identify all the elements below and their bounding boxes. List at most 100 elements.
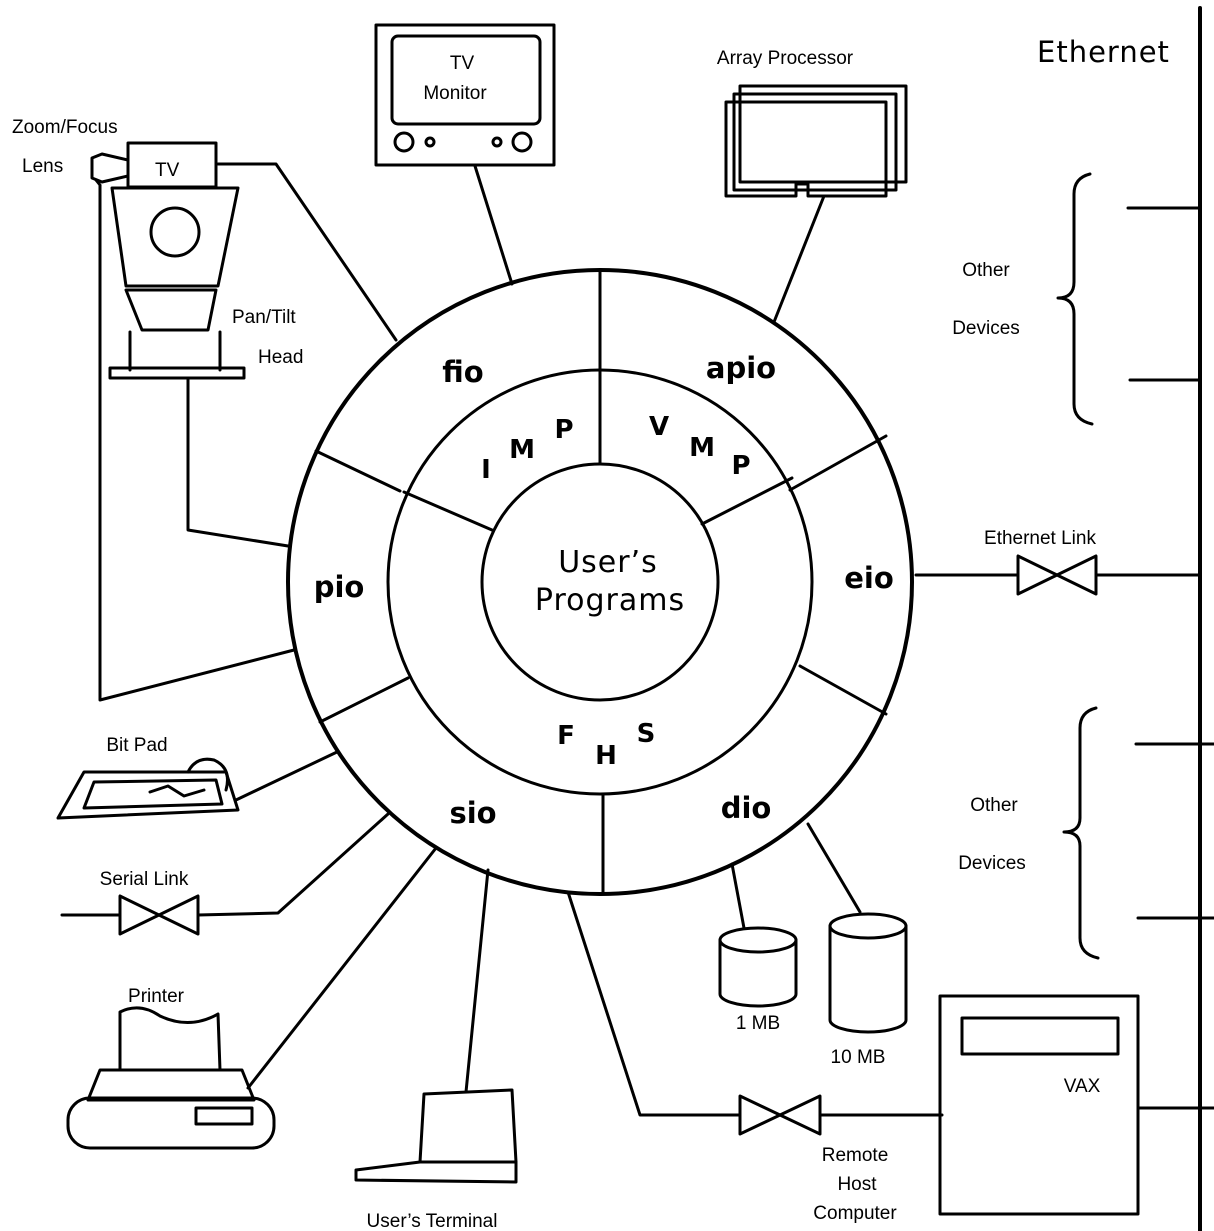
bit-pad-device: Bit Pad (56, 735, 240, 820)
tv-knob-3 (491, 136, 503, 148)
bit-pad-tablet (56, 770, 240, 820)
fhs-letter-f: F (557, 721, 575, 751)
divider-eio-dio (798, 664, 888, 716)
printer-body (66, 1096, 276, 1150)
fhs-letter-s: S (637, 719, 656, 749)
segment-eio-label: eio (844, 561, 894, 595)
camera-to-fio-line (216, 162, 398, 342)
camera-aperture (149, 206, 201, 258)
serial-link-label: Serial Link (100, 869, 189, 890)
tv-knob-4 (511, 131, 533, 153)
camera-to-pio-line (186, 378, 290, 548)
ethernet-link-valve-icon (1016, 554, 1098, 596)
segment-sio-label: sio (449, 796, 496, 830)
lens-label: Lens (22, 156, 63, 177)
vax-cabinet (938, 994, 1140, 1216)
ethernet-link-group: Ethernet Link (914, 528, 1202, 596)
brace-top (1056, 172, 1094, 426)
divider-apio-eio (788, 434, 888, 492)
other-devices-top-group: Other Devices (952, 172, 1202, 426)
divider-pio-fio (314, 449, 402, 493)
imp-letter-i: I (481, 455, 491, 485)
tv-monitor-label-1: TV (450, 53, 475, 74)
head-label: Head (258, 347, 303, 368)
center-label-line1: User’s (558, 545, 658, 580)
array-processor-mid (732, 92, 898, 192)
camera-housing (110, 186, 240, 288)
array-to-apio-line (772, 194, 826, 324)
tv-monitor-frame (374, 23, 556, 167)
divider-sio-pio (318, 676, 410, 724)
other-devices-bottom-label-2: Devices (958, 853, 1026, 874)
disk-10mb-device: 10 MB (828, 912, 908, 1068)
vmp-letter-v: V (649, 412, 669, 442)
printer-slot (194, 1106, 254, 1126)
users-terminal-device: User’s Terminal (354, 1088, 518, 1231)
printer-to-sio-line (246, 846, 438, 1090)
other-devices-bottom-group: Other Devices (958, 706, 1214, 960)
vmp-letter-m: M (689, 433, 715, 463)
printer-top (86, 1068, 256, 1102)
bit-pad-scribble (148, 784, 206, 798)
tv-monitor-label-2: Monitor (423, 83, 487, 104)
pan-tilt-label: Pan/Tilt (232, 307, 296, 328)
fhs-letter-h: H (595, 741, 617, 771)
divider-vmp-fhs (700, 476, 794, 526)
bit-pad-label: Bit Pad (106, 735, 167, 756)
segment-fio-label: fio (442, 355, 483, 389)
vmp-letter-p: P (731, 451, 750, 481)
segment-apio-label: apio (706, 351, 776, 385)
disk-1mb-top (718, 926, 798, 954)
tv-monitor-screen (390, 34, 542, 126)
array-processor-board (724, 100, 888, 198)
dio-to-1mb-line (730, 862, 746, 930)
tv-camera-label: TV (155, 160, 180, 181)
vax-device: VAX (938, 994, 1140, 1216)
monitor-to-fio-line (473, 164, 514, 286)
users-terminal-label: User’s Terminal (367, 1211, 498, 1231)
terminal-to-sio-line (464, 868, 490, 1094)
remote-label-3: Computer (813, 1203, 897, 1224)
tripod-base (108, 366, 246, 380)
imp-letter-p: P (554, 415, 573, 445)
other-devices-bottom-label-1: Other (970, 795, 1018, 816)
disk-10mb-body (828, 924, 908, 1034)
pan-tilt-base (124, 288, 218, 332)
printer-label: Printer (128, 986, 185, 1007)
remote-host-group: Remote Host Computer (566, 890, 944, 1224)
bit-pad-puck (186, 757, 229, 792)
kernel-ring: fio apio eio dio sio pio I M P V M P F H… (286, 268, 914, 896)
terminal-screen (418, 1088, 518, 1164)
bitpad-to-sio-line (234, 750, 339, 802)
disk-10mb-top (828, 912, 908, 940)
tv-knob-2 (424, 136, 436, 148)
printer-device: Printer (66, 986, 276, 1150)
tv-knob-1 (393, 131, 415, 153)
remote-label-2: Host (837, 1174, 877, 1195)
disk-1mb-device: 1 MB (718, 926, 798, 1034)
vax-panel (960, 1016, 1120, 1056)
tv-camera-device: Zoom/Focus Lens TV Pan/Tilt Head (12, 117, 303, 380)
divider-fhs-imp (402, 490, 494, 532)
inner-circle (480, 462, 720, 702)
zoom-focus-label: Zoom/Focus (12, 117, 118, 138)
segment-dio-label: dio (721, 791, 772, 825)
remote-link-valve-icon (738, 1094, 822, 1136)
array-processor-back (738, 84, 908, 184)
tv-monitor-device: TV Monitor (374, 23, 556, 167)
printer-paper (118, 1006, 222, 1072)
segment-pio-label: pio (314, 570, 365, 604)
other-devices-top-label-1: Other (962, 260, 1010, 281)
disk-10mb-label: 10 MB (831, 1047, 886, 1068)
lens-mount (94, 178, 102, 187)
serial-link-valve-icon (118, 894, 200, 936)
imp-letter-m: M (509, 435, 535, 465)
disk-1mb-body (718, 938, 798, 1008)
terminal-keyboard (354, 1160, 518, 1184)
sio-to-remote-line (566, 890, 742, 1117)
array-processor-device: Array Processor (717, 48, 908, 198)
serial-to-sio-line (196, 812, 390, 917)
ethernet-title: Ethernet (1037, 35, 1170, 69)
